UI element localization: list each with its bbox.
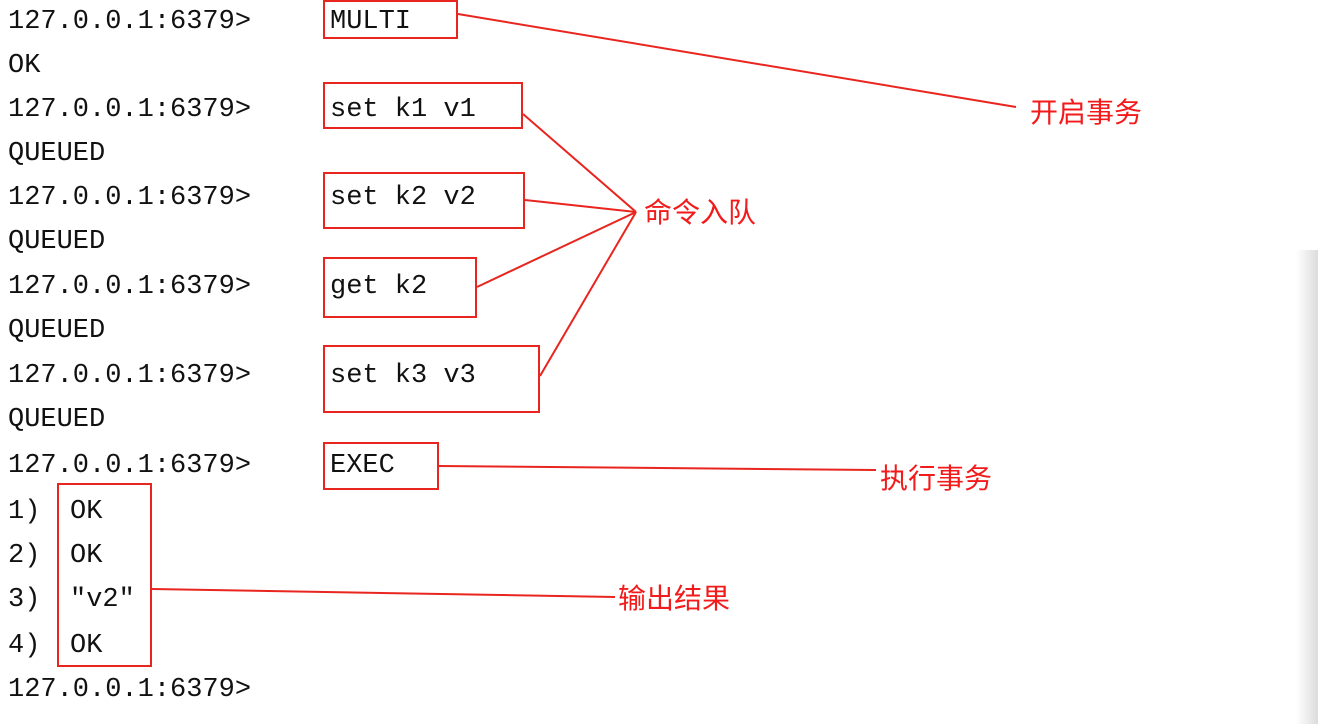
result-value-1: OK [70,497,103,527]
result-index-3: 3) [8,585,41,615]
command-multi: MULTI [330,7,412,37]
connector-enqueue-4 [539,211,637,377]
prompt-line-5: 127.0.0.1:6379> [8,361,252,391]
connector-begin [457,13,1017,108]
connector-enqueue-2 [524,199,637,213]
command-set-k2: set k2 v2 [330,183,476,213]
prompt-line-3: 127.0.0.1:6379> [8,183,252,213]
label-execute-transaction: 执行事务 [880,462,993,495]
output-queued-1: QUEUED [8,139,106,169]
command-exec: EXEC [330,451,395,481]
window-edge-shadow [1296,250,1318,724]
result-index-4: 4) [8,631,41,661]
highlight-box-multi [323,0,458,39]
command-set-k1: set k1 v1 [330,95,476,125]
connector-enqueue-3 [476,211,637,288]
output-queued-4: QUEUED [8,405,106,435]
label-begin-transaction: 开启事务 [1030,96,1143,129]
prompt-line-final: 127.0.0.1:6379> [8,675,252,705]
result-index-2: 2) [8,541,41,571]
highlight-box-results [57,483,152,667]
output-ok: OK [8,51,41,81]
label-output-results: 输出结果 [618,582,731,615]
highlight-box-set-k2 [323,172,525,229]
highlight-box-exec [323,442,439,490]
result-index-1: 1) [8,497,41,527]
connector-results [151,588,616,598]
highlight-box-set-k3 [323,345,540,413]
output-queued-2: QUEUED [8,227,106,257]
prompt-line-1: 127.0.0.1:6379> [8,0,251,44]
highlight-box-set-k1 [323,82,523,129]
result-value-3: "v2" [70,585,135,615]
command-set-k3: set k3 v3 [330,361,476,391]
prompt-line-2: 127.0.0.1:6379> [8,95,252,125]
prompt-line-4: 127.0.0.1:6379> [8,272,252,302]
command-get-k2: get k2 [330,272,428,302]
result-value-4: OK [70,631,103,661]
output-queued-3: QUEUED [8,316,106,346]
connector-enqueue-1 [522,113,637,213]
prompt-line-6: 127.0.0.1:6379> [8,451,252,481]
connector-exec [438,465,877,471]
prompt: 127.0.0.1:6379> [8,7,252,37]
highlight-box-get-k2 [323,257,477,318]
result-value-2: OK [70,541,103,571]
label-enqueue-commands: 命令入队 [644,196,757,229]
